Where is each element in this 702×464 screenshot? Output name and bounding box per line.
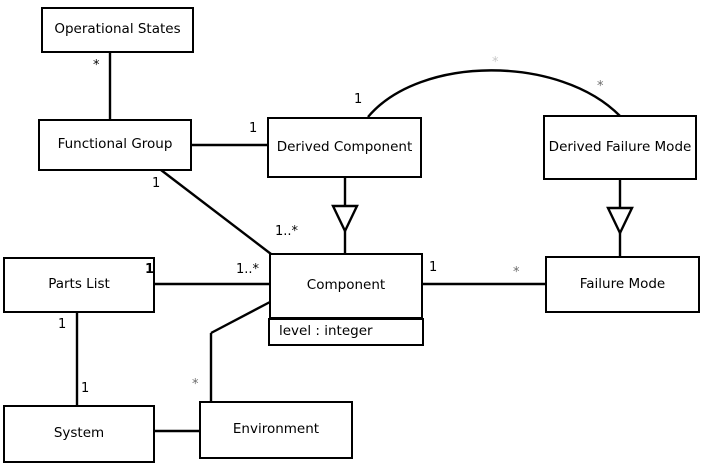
class-name-operational-states: Operational States [54,21,181,38]
class-name-failure-mode: Failure Mode [579,275,666,292]
class-name-environment: Environment [232,421,320,438]
attribute-component-level: level : integer [279,323,373,340]
class-box-functional-group[interactable]: Functional Group [38,119,192,171]
class-name-functional-group: Functional Group [57,136,173,153]
multiplicity-component-from-parts-list: 1..* [236,262,260,277]
class-name-derived-component: Derived Component [276,138,413,155]
multiplicity-arc-apex: * [492,55,499,70]
class-box-derived-failure-mode[interactable]: Derived Failure Mode [543,115,697,180]
connector-arc-derived-component-derived-failure-mode [367,69,621,118]
multiplicity-functional-group-component: 1 [152,176,161,191]
class-box-system[interactable]: System [3,405,155,463]
class-name-system: System [53,425,105,442]
multiplicity-environment-component: * [192,377,199,392]
class-attributes-component[interactable]: level : integer [268,318,424,346]
class-name-parts-list: Parts List [48,276,110,293]
class-box-operational-states[interactable]: Operational States [41,7,194,53]
class-name-derived-failure-mode: Derived Failure Mode [548,138,692,155]
class-box-component[interactable]: Component [269,253,423,319]
multiplicity-functional-group-derived-component: 1 [249,121,258,136]
multiplicity-failure-mode-from-component: * [513,265,520,280]
multiplicity-arc-derived-failure-mode-end: * [597,79,604,94]
multiplicity-arc-derived-component-end: 1 [354,92,363,107]
generalization-triangle-derived-failure-mode [606,206,634,236]
multiplicity-component-from-functional-group: 1..* [275,224,299,239]
connector-environment-component-diagonal [210,300,271,335]
generalization-triangle-derived-component [331,204,359,234]
class-name-component: Component [306,277,386,294]
class-box-failure-mode[interactable]: Failure Mode [545,256,700,313]
multiplicity-parts-list-component: 1 [145,262,155,277]
class-box-derived-component[interactable]: Derived Component [267,117,422,178]
multiplicity-parts-list-system-top: 1 [58,317,67,332]
class-box-parts-list[interactable]: Parts List [3,257,155,313]
connector-functional-group-component [160,169,272,255]
class-box-environment[interactable]: Environment [199,401,353,459]
multiplicity-component-failure-mode: 1 [429,260,438,275]
multiplicity-parts-list-system-bottom: 1 [81,381,90,396]
multiplicity-operational-states-functional-group: * [93,58,100,73]
